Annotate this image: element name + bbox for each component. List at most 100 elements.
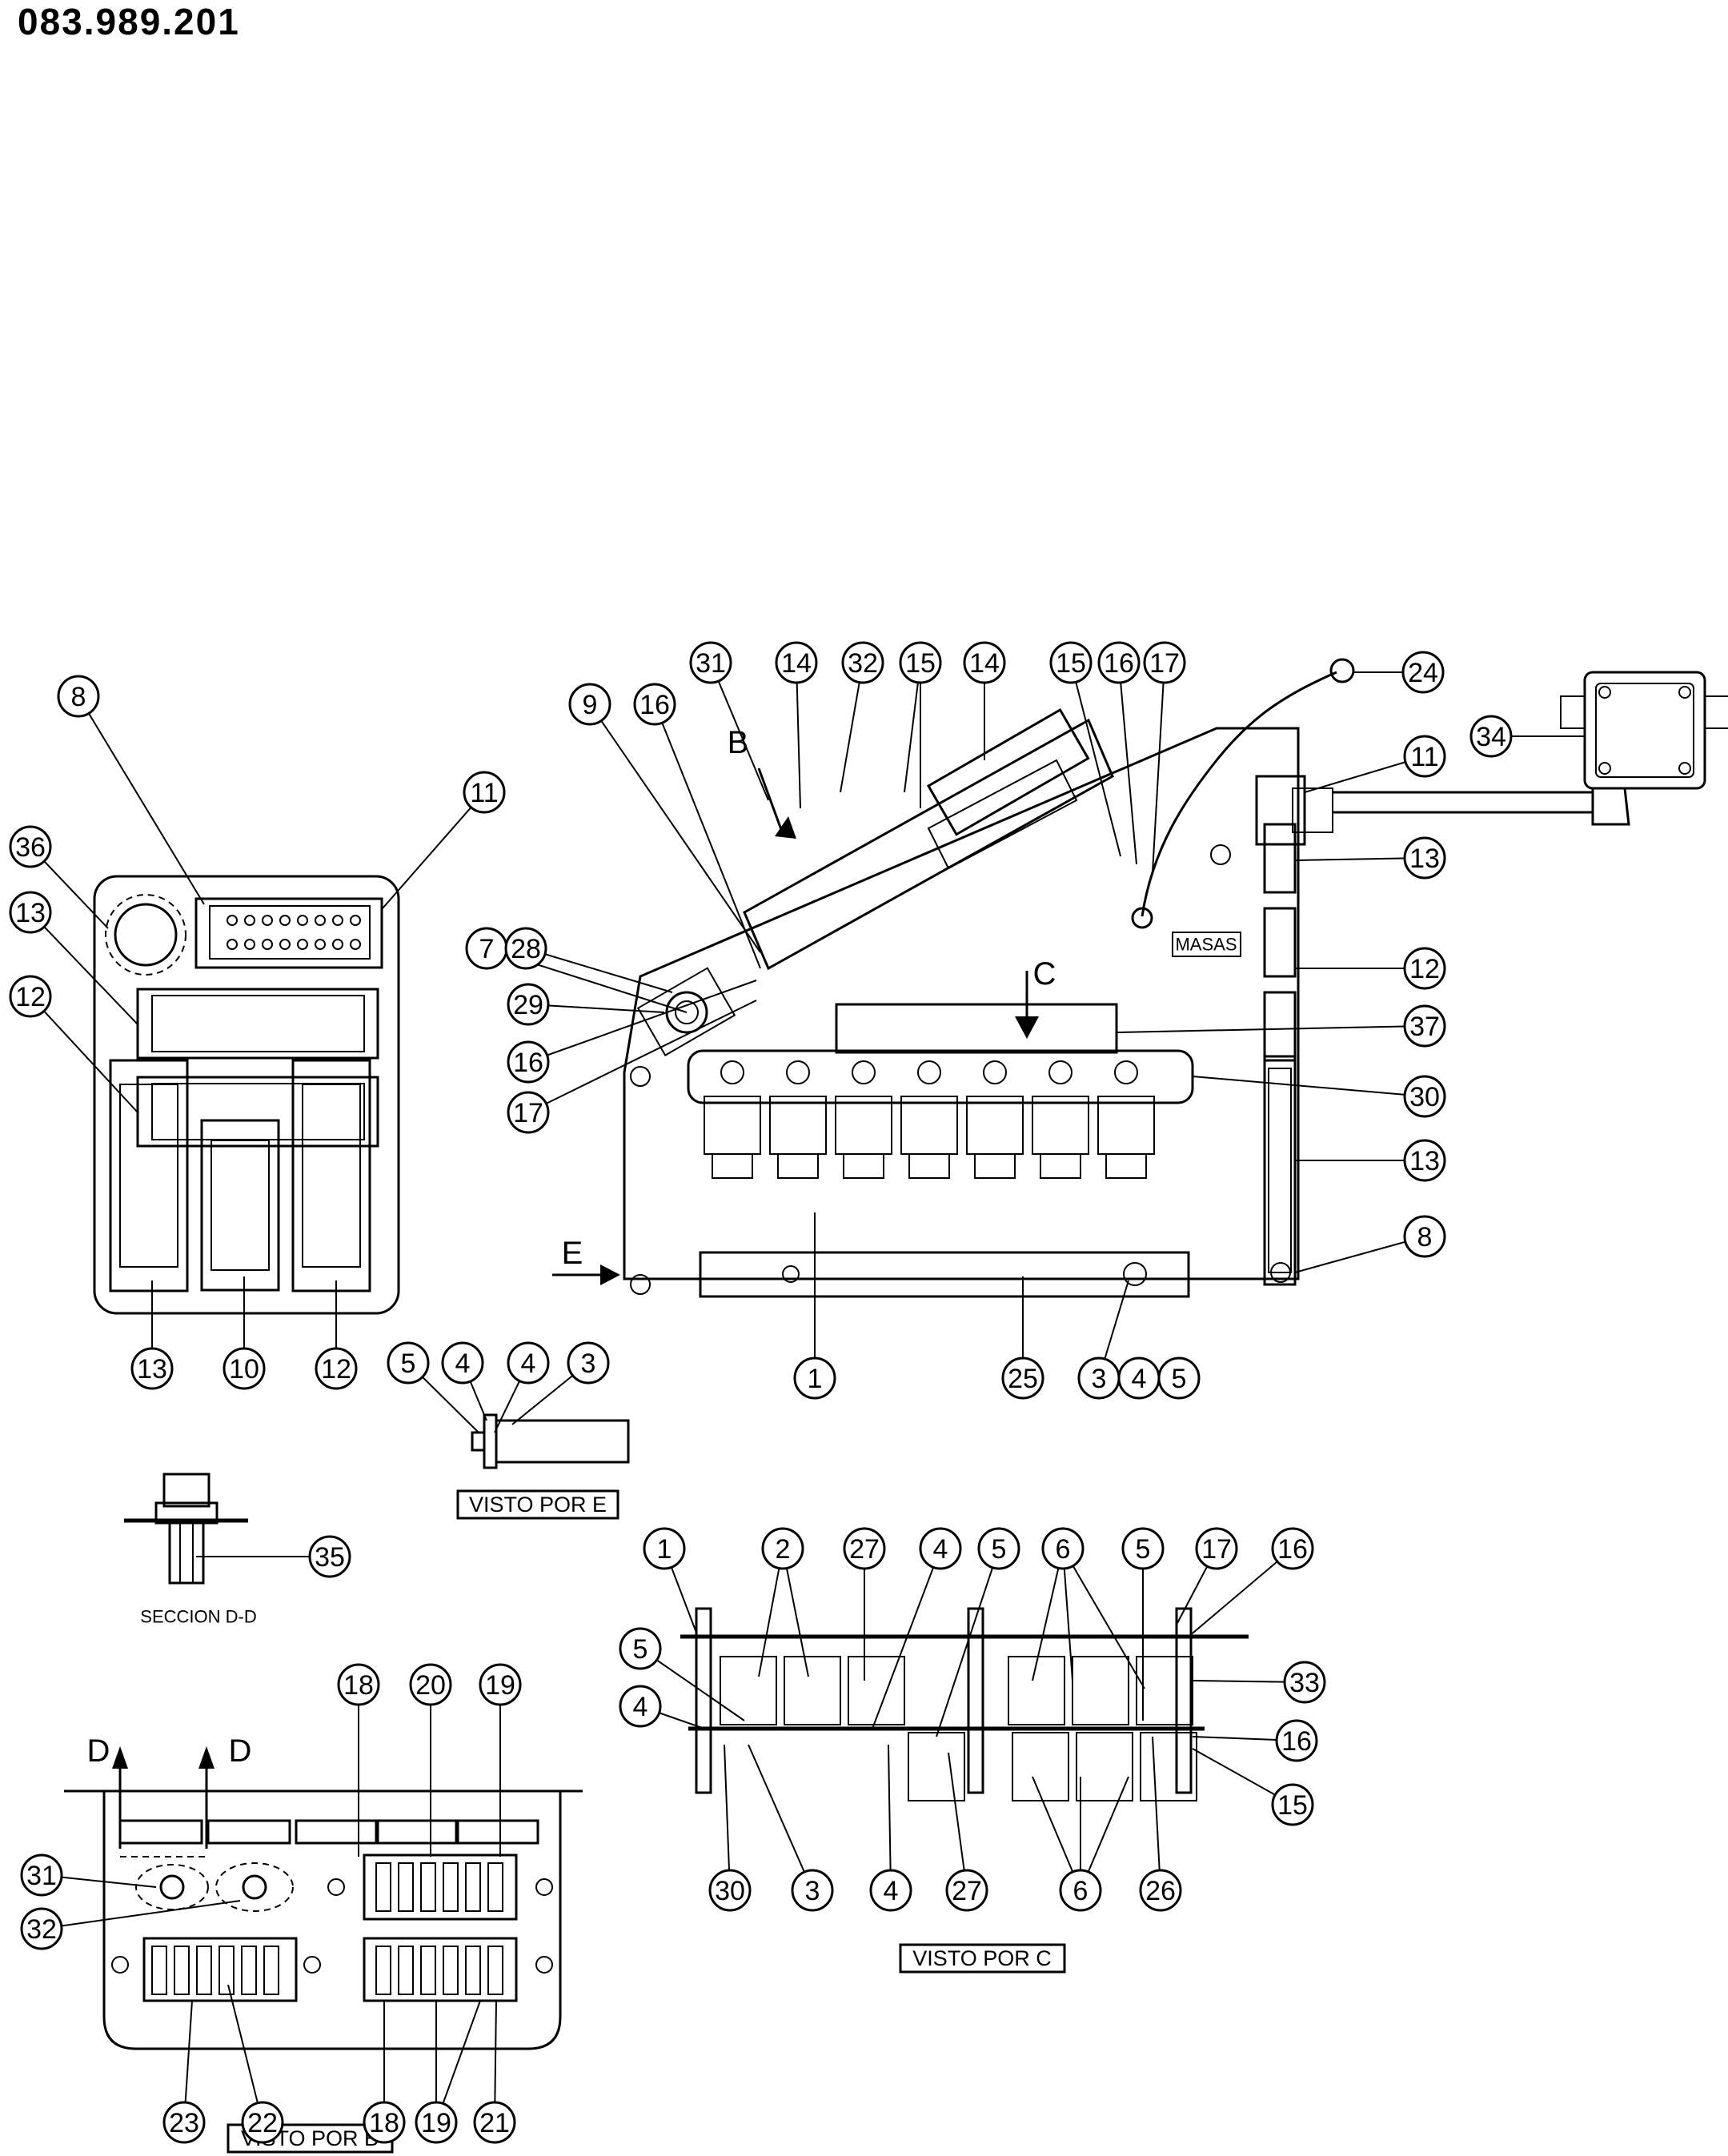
callout-14: 14	[775, 641, 818, 684]
callout-number: 36	[15, 832, 46, 863]
callout-number: 25	[1008, 1364, 1038, 1394]
callout-26: 26	[1139, 1869, 1182, 1912]
callout-17: 17	[1143, 641, 1186, 684]
callout-31: 31	[20, 1853, 63, 1897]
callout-circle	[919, 1527, 962, 1570]
callout-number: 24	[1408, 658, 1438, 688]
leader-line	[888, 1744, 892, 1891]
callout-number: 31	[696, 648, 726, 679]
leader-line	[1192, 1076, 1425, 1097]
callout-37: 37	[1403, 1004, 1446, 1048]
callout-number: 18	[343, 1670, 374, 1701]
callout-5: 5	[387, 1341, 430, 1385]
callout-3: 3	[791, 1869, 834, 1912]
callout-28: 28	[504, 927, 547, 970]
callout-6: 6	[1041, 1527, 1085, 1570]
callout-21: 21	[473, 2101, 516, 2144]
callout-number: 21	[479, 2108, 510, 2138]
callout-circle	[567, 1341, 610, 1385]
leader-line	[796, 662, 801, 809]
callout-2: 2	[761, 1527, 804, 1570]
arrow-d2-label: D	[229, 1733, 252, 1769]
callout-circle	[409, 1663, 452, 1706]
visto-por-c-tag: VISTO POR C	[899, 1943, 1066, 1974]
callout-18: 18	[363, 2101, 406, 2144]
callout-number: 30	[1409, 1082, 1440, 1112]
callout-33: 33	[1283, 1661, 1326, 1704]
callout-number: 13	[1409, 1146, 1440, 1176]
leader-line	[1294, 1236, 1425, 1273]
connector-panel-left	[93, 875, 400, 1315]
callout-20: 20	[409, 1663, 452, 1706]
callout-22: 22	[241, 2101, 284, 2144]
callout-circle	[507, 983, 550, 1026]
callout-number: 4	[933, 1534, 948, 1565]
callout-number: 17	[1201, 1534, 1232, 1565]
callout-circle	[689, 641, 732, 684]
callout-number: 1	[657, 1534, 672, 1565]
callout-circle	[1283, 1661, 1326, 1704]
callout-13: 13	[9, 891, 52, 934]
callout-circle	[1403, 1075, 1446, 1118]
callout-36: 36	[9, 825, 52, 868]
callout-circle	[841, 641, 884, 684]
callout-circle	[162, 2101, 206, 2144]
callout-circle	[963, 641, 1006, 684]
visto-por-e-label: VISTO POR E	[469, 1493, 607, 1517]
view-b-detail	[64, 1789, 583, 2050]
callout-number: 10	[229, 1354, 259, 1385]
callout-number: 16	[639, 690, 670, 720]
callout-16: 16	[507, 1040, 550, 1084]
callout-8: 8	[1403, 1215, 1446, 1258]
callout-circle	[1049, 641, 1093, 684]
callout-4: 4	[507, 1341, 550, 1385]
callout-number: 4	[455, 1349, 471, 1379]
callout-circle	[130, 1347, 174, 1390]
leader-line	[1118, 662, 1137, 865]
leader-line	[78, 695, 205, 905]
leader-line	[840, 662, 864, 793]
callout-15: 15	[1271, 1783, 1314, 1826]
callout-number: 6	[1056, 1534, 1071, 1565]
callout-number: 29	[513, 990, 543, 1020]
callout-circle	[708, 1869, 752, 1912]
callout-number: 1	[808, 1364, 823, 1394]
leader-line	[1062, 1548, 1145, 1689]
callout-27: 27	[843, 1527, 886, 1570]
callout-13: 13	[1403, 1139, 1446, 1182]
callout-circle	[843, 1527, 886, 1570]
seccion-dd-label: SECCION D-D	[140, 1607, 256, 1627]
callout-23: 23	[162, 2101, 206, 2144]
callout-number: 13	[137, 1354, 167, 1385]
callout-1: 1	[793, 1357, 836, 1400]
leader-line	[435, 2000, 481, 2123]
arrow-d1-label: D	[87, 1733, 110, 1769]
callout-13: 13	[1403, 836, 1446, 880]
section-dd-detail	[124, 1473, 248, 1585]
callout-circle	[761, 1527, 804, 1570]
callout-number: 20	[415, 1670, 446, 1701]
callout-number: 5	[992, 1534, 1007, 1565]
leader-line	[724, 1744, 731, 1891]
leader-line	[1294, 857, 1425, 861]
callout-circle	[791, 1869, 834, 1912]
callout-number: 5	[401, 1349, 416, 1379]
leader-line	[589, 703, 761, 953]
callout-circle	[1143, 641, 1186, 684]
leader-line	[527, 980, 757, 1063]
callout-circle	[899, 641, 942, 684]
leader-line	[1070, 662, 1121, 857]
callout-circle	[619, 1627, 662, 1670]
callout-17: 17	[507, 1091, 550, 1134]
callout-number: 16	[513, 1048, 543, 1078]
callout-circle	[1001, 1357, 1044, 1400]
arrow-e-label: E	[562, 1236, 583, 1271]
leader-line	[525, 948, 673, 993]
callout-circle	[1469, 715, 1513, 758]
leader-line	[527, 1004, 665, 1013]
callout-circle	[1403, 1004, 1446, 1048]
view-arrows	[112, 767, 1039, 1857]
callout-number: 12	[15, 982, 46, 1012]
callout-9: 9	[568, 683, 611, 726]
callout-8: 8	[57, 675, 100, 718]
